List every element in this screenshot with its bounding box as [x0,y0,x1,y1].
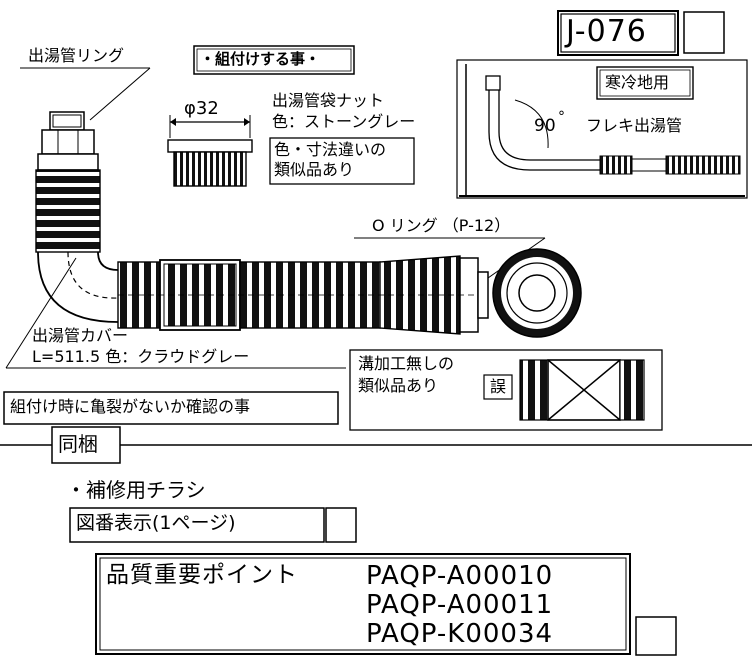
drawing-code: J-076 [566,14,647,49]
groove-note-line-1: 溝加工無しの [358,354,455,373]
outlet-ring-label: 出湯管リング [28,46,125,65]
drawing-code-frame [557,10,679,56]
nut-similar-note-2: 類似品あり [274,160,355,179]
flex-angle-degree: ° [558,109,565,125]
code-checkbox [683,11,725,54]
vertical-bellows [35,169,101,253]
bundled-heading: 同梱 [58,432,98,456]
crack-check-note: 組付け時に亀裂がないか確認の事 [10,397,251,416]
quality-checkbox [635,616,677,656]
assemble-note-frame [193,45,355,75]
wrong-mark: 誤 [490,377,507,396]
wrong-mark-frame [483,374,513,400]
cover-spec: L=511.5 色：クラウドグレー [32,347,250,366]
nut-body [173,151,247,187]
flex-angle: 90 [534,116,556,136]
cold-region-badge: 寒冷地用 [605,73,670,92]
bundled-heading-frame [51,426,121,464]
nut-color: 色：ストーングレー [272,112,416,131]
flex-pipe-label: フレキ出湯管 [586,116,683,135]
nut-name: 出湯管袋ナット [272,91,385,110]
assemble-note: ・組付けする事・ [200,50,321,68]
nut-top [167,139,253,153]
nut-note-frame [269,137,415,185]
quality-code-2: PAQP-A00011 [366,590,554,620]
o-ring-label: O リング （P-12） [372,216,511,235]
crack-check-frame [3,391,339,425]
cover-name: 出湯管カバー [32,326,129,345]
diagram-page-frame [69,507,325,543]
cold-region-inset [456,59,748,199]
diagram-page-checkbox [325,507,357,543]
diagram-page-label: 図番表示(1ページ) [76,512,236,534]
quality-frame [95,553,631,655]
groove-note-frame [349,349,663,431]
bundled-item: ・補修用チラシ [66,478,206,502]
nut-similar-note-1: 色・寸法違いの [274,140,387,159]
quality-code-3: PAQP-K00034 [366,619,554,649]
cold-region-badge-frame [596,66,694,100]
nut-diameter: φ32 [184,98,219,119]
groove-note-line-2: 類似品あり [358,376,439,395]
quality-code-1: PAQP-A00010 [366,561,554,591]
quality-label: 品質重要ポイント [106,562,298,588]
